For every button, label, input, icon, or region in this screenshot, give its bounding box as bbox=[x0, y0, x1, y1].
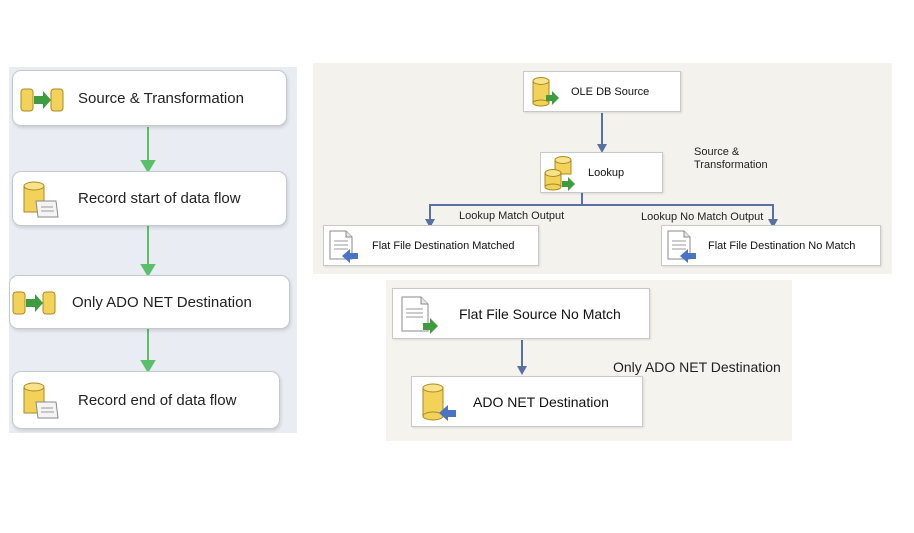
execute-sql-task-icon bbox=[23, 382, 59, 419]
annotation-source-transformation: Source & Transformation bbox=[694, 146, 768, 172]
precedence-arrowhead-2 bbox=[140, 264, 156, 277]
lookup-icon bbox=[544, 156, 575, 191]
task-only-ado-net[interactable]: Only ADO NET Destination bbox=[9, 275, 290, 329]
task-label: Record end of data flow bbox=[78, 391, 237, 409]
path-arrowhead bbox=[517, 366, 527, 375]
component-flat-file-destination-matched[interactable]: Flat File Destination Matched bbox=[323, 225, 539, 266]
component-label: Lookup bbox=[588, 166, 625, 179]
data-flow-task-icon bbox=[12, 291, 56, 315]
flat-file-destination-icon bbox=[667, 230, 696, 263]
data-flow-paths bbox=[425, 113, 778, 228]
component-ado-net-destination[interactable]: ADO NET Destination bbox=[411, 376, 643, 427]
component-label: OLE DB Source bbox=[571, 85, 650, 98]
flat-file-source-icon bbox=[401, 296, 438, 334]
annotation-only-ado-net: Only ADO NET Destination bbox=[613, 359, 781, 375]
path-label-no-match-output: Lookup No Match Output bbox=[641, 211, 764, 223]
data-flow-panel-only-ado-net: Flat File Source No Match Only ADO NET D… bbox=[386, 280, 792, 441]
path-label-match-output: Lookup Match Output bbox=[459, 210, 565, 222]
path-no-match-output bbox=[581, 193, 774, 220]
annotation-line: Transformation bbox=[694, 159, 768, 171]
component-label: Flat File Source No Match bbox=[459, 305, 621, 322]
component-flat-file-source-no-match[interactable]: Flat File Source No Match bbox=[392, 288, 650, 339]
component-label: ADO NET Destination bbox=[473, 393, 609, 410]
data-flow-paths bbox=[517, 340, 527, 375]
data-flow-task-icon bbox=[20, 88, 64, 112]
execute-sql-task-icon bbox=[23, 181, 59, 218]
component-label: Flat File Destination No Match bbox=[708, 239, 856, 252]
task-record-start[interactable]: Record start of data flow bbox=[12, 171, 287, 226]
precedence-arrowhead-3 bbox=[140, 360, 156, 373]
ado-net-destination-icon bbox=[422, 383, 456, 421]
control-flow-panel: Source & Transformation Record start of … bbox=[9, 67, 297, 433]
task-record-end[interactable]: Record end of data flow bbox=[12, 371, 280, 429]
task-label: Source & Transformation bbox=[78, 89, 244, 107]
task-source-transformation[interactable]: Source & Transformation bbox=[12, 70, 287, 126]
ole-db-source-icon bbox=[532, 77, 559, 107]
task-label: Only ADO NET Destination bbox=[72, 293, 252, 311]
precedence-constraints bbox=[140, 127, 156, 373]
path-arrowhead bbox=[768, 219, 778, 228]
precedence-arrowhead-1 bbox=[140, 160, 156, 173]
task-label: Record start of data flow bbox=[78, 190, 241, 207]
component-label: Flat File Destination Matched bbox=[372, 239, 515, 252]
flat-file-destination-icon bbox=[329, 230, 358, 263]
path-arrowhead bbox=[597, 144, 607, 153]
annotation-line: Source & bbox=[694, 146, 740, 158]
component-flat-file-destination-no-match[interactable]: Flat File Destination No Match bbox=[661, 225, 881, 266]
component-ole-db-source[interactable]: OLE DB Source bbox=[523, 71, 681, 112]
component-lookup[interactable]: Lookup bbox=[540, 152, 663, 193]
path-arrowhead bbox=[425, 219, 435, 228]
data-flow-panel-source-transformation: OLE DB Source Lookup Source & Transforma… bbox=[313, 63, 892, 274]
